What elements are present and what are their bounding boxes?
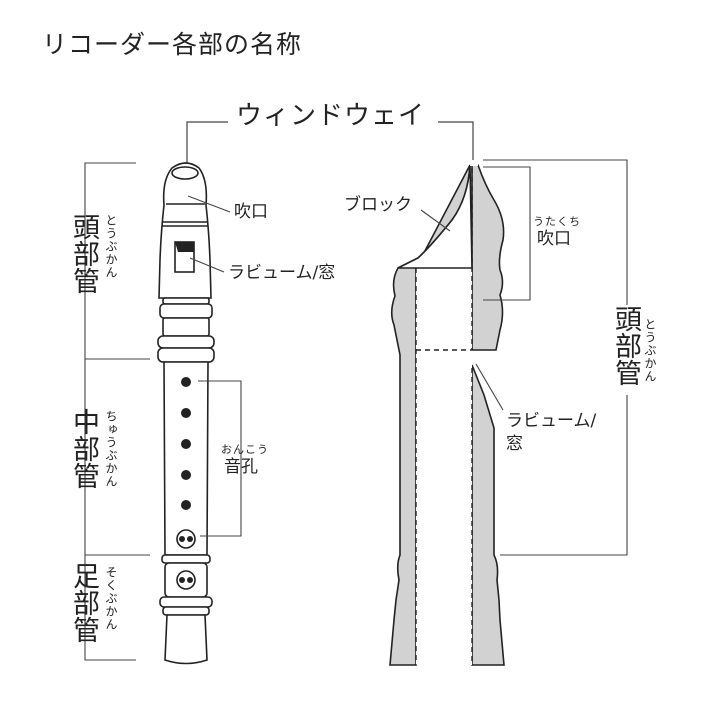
head-joint-text: 頭部管 <box>68 213 99 294</box>
foot-joint-text: 足部管 <box>68 562 99 643</box>
right-wall <box>471 164 505 351</box>
foot-joint-ruby: そくぶかん <box>104 566 118 631</box>
cross-section <box>389 160 505 666</box>
tone-holes-ruby: おんこう <box>221 443 269 456</box>
mouthpiece-label-right: 吹口 <box>537 229 571 249</box>
middle-joint-text: 中部管 <box>68 408 99 489</box>
head-joint-text-right: 頭部管 <box>610 305 641 386</box>
head-joint-ruby: とうぶかん <box>104 214 118 279</box>
windway-leader <box>186 121 474 165</box>
head-joint-label: 頭部管 <box>66 213 99 303</box>
middle-joint-ruby: ちゅうぶかん <box>104 410 118 488</box>
mouthpiece-label: 吹口 <box>234 202 268 222</box>
foot-joint-label: 足部管 <box>66 562 99 652</box>
head-joint-label-right: 頭部管 <box>608 305 641 395</box>
head-joint-ruby-right: とうぶかん <box>643 318 657 383</box>
tone-holes <box>176 377 196 590</box>
labium-label: ラビューム/窓 <box>228 263 336 283</box>
tone-holes-label: 音孔 <box>224 457 258 477</box>
left-leaders <box>187 195 242 537</box>
labium-label-right-line2: 窓 <box>506 434 523 454</box>
page-title: リコーダー各部の名称 <box>42 30 303 59</box>
block-label: ブロック <box>344 195 412 215</box>
mouthpiece-ruby-right: うたくち <box>533 215 581 228</box>
labium-label-right-line1: ラビューム/ <box>506 411 597 431</box>
middle-joint-label: 中部管 <box>66 408 99 498</box>
middle-joint <box>163 361 209 556</box>
section-brackets <box>84 162 150 661</box>
windway-label: ウィンドウェイ <box>236 101 426 131</box>
head-beak <box>158 162 212 299</box>
recorder-outline <box>157 162 215 665</box>
labium-window <box>174 241 195 273</box>
